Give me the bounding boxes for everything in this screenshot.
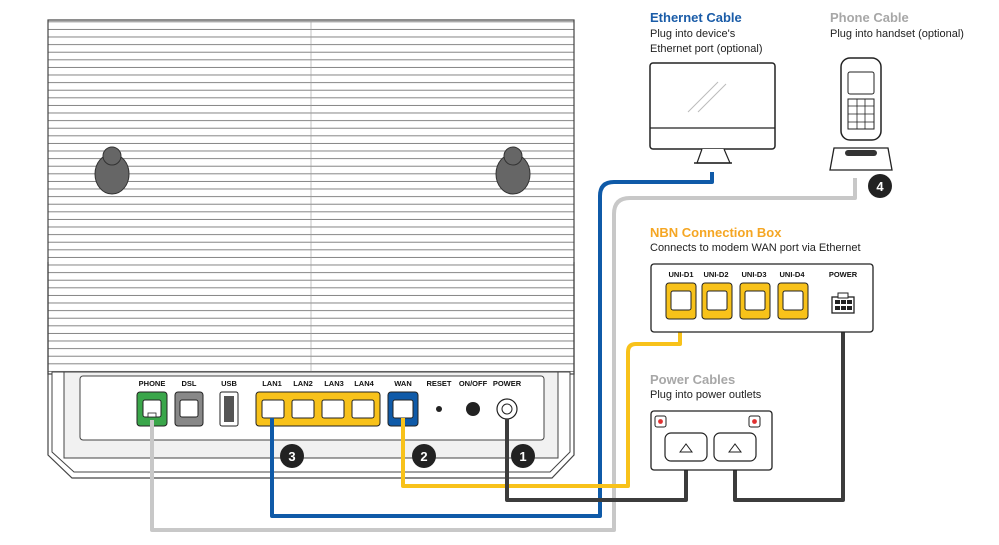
power-port[interactable]: [496, 398, 518, 420]
power-port-label: POWER: [493, 379, 522, 388]
onoff-label: ON/OFF: [459, 379, 488, 388]
power-cable-modem: [505, 419, 688, 502]
monitor-icon: [649, 62, 776, 164]
lan1-port-label: LAN1: [262, 379, 282, 388]
power-cables-line1: Plug into power outlets: [650, 389, 762, 401]
nbn-port-label-4: UNI-D4: [779, 270, 805, 279]
dsl-port[interactable]: [174, 391, 204, 427]
phone-cable-line1: Plug into handset (optional): [830, 28, 964, 40]
dsl-port-label: DSL: [182, 379, 197, 388]
nbn-box-title: NBN Connection Box: [650, 225, 782, 240]
nbn-power-label: POWER: [829, 270, 858, 279]
reset-button[interactable]: [436, 406, 442, 412]
phone-cable: [150, 178, 857, 532]
ethernet-cable-title: Ethernet Cable: [650, 10, 742, 25]
lan-ports[interactable]: [255, 391, 381, 427]
nbn-port-label-2: UNI-D2: [703, 270, 728, 279]
step-badge-2: 2: [412, 444, 436, 468]
lan4-port-label: LAN4: [354, 379, 374, 388]
phone-cable-title: Phone Cable: [830, 10, 909, 25]
nbn-power-socket[interactable]: [831, 292, 855, 314]
nbn-box-subtitle: Connects to modem WAN port via Ethernet: [650, 242, 861, 254]
usb-port-label: USB: [221, 379, 237, 388]
onoff-button[interactable]: [466, 402, 480, 416]
reset-label: RESET: [426, 379, 451, 388]
nbn-port-label-1: UNI-D1: [668, 270, 693, 279]
lan2-port-label: LAN2: [293, 379, 313, 388]
ethernet-cable-line2: Ethernet port (optional): [650, 43, 763, 55]
power-outlet-icon: [650, 410, 773, 471]
power-cables-title: Power Cables: [650, 372, 736, 387]
wan-cable-yellow: [401, 306, 682, 488]
svg-text:3: 3: [288, 449, 295, 464]
nbn-uni-ports[interactable]: [665, 282, 809, 320]
lan-cable-blue: [270, 172, 714, 518]
power-cable-nbn: [733, 310, 845, 502]
phone-port-label: PHONE: [139, 379, 166, 388]
svg-text:1: 1: [519, 449, 526, 464]
step-badge-1: 1: [511, 444, 535, 468]
svg-text:2: 2: [420, 449, 427, 464]
step-badge-4: 4: [868, 174, 892, 198]
nbn-port-label-3: UNI-D3: [741, 270, 766, 279]
wan-port-label: WAN: [394, 379, 412, 388]
svg-text:4: 4: [876, 179, 884, 194]
step-badge-3: 3: [280, 444, 304, 468]
handset-icon: [829, 57, 893, 171]
ethernet-cable-line1: Plug into device's: [650, 28, 736, 40]
lan3-port-label: LAN3: [324, 379, 344, 388]
usb-port[interactable]: [219, 391, 239, 427]
